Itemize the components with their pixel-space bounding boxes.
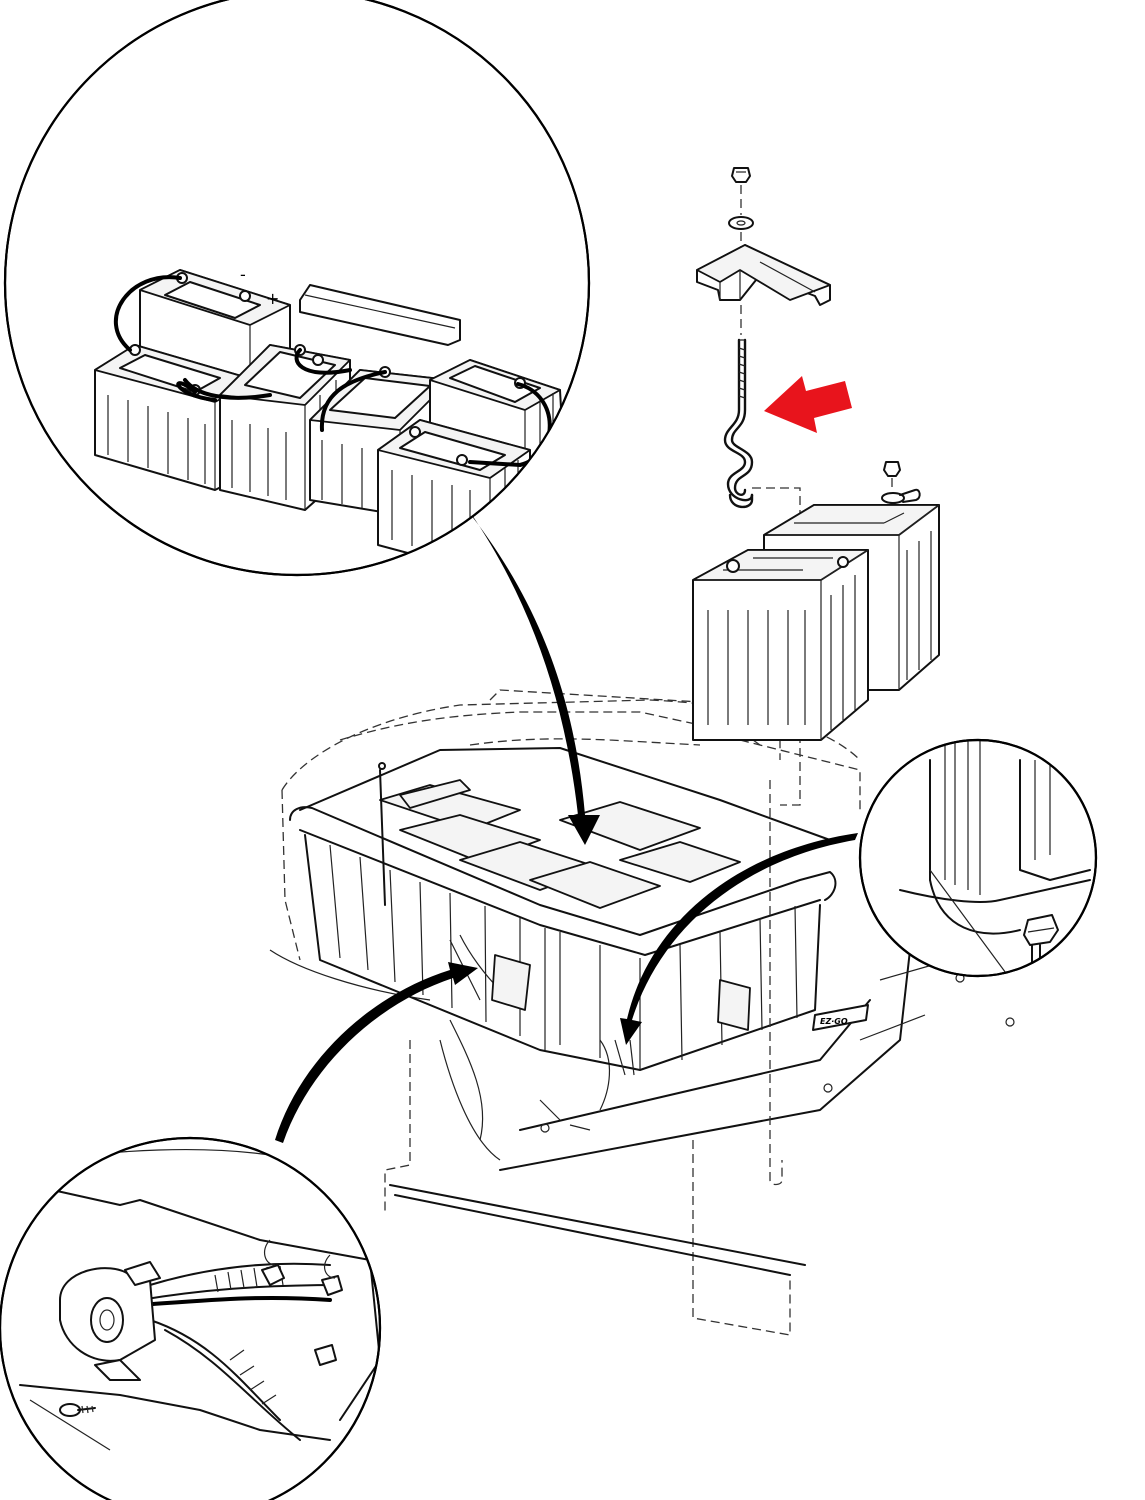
hex-nut-icon [1023, 914, 1059, 976]
hex-nut-icon [883, 461, 901, 477]
cart-decal-text: EZ·GO [820, 1017, 848, 1026]
battery-anchor-detail-callout [858, 738, 1098, 978]
hold-down-bracket-icon [696, 244, 831, 306]
washer-icon [728, 216, 754, 230]
battery-pack-detail-callout: + - [3, 0, 591, 577]
terminal-negative-mark: - [240, 265, 246, 284]
hold-down-assembly [692, 167, 940, 1186]
charger-receptacle [59, 1261, 161, 1381]
red-pointer-arrow-icon [764, 376, 852, 433]
terminal-positive-mark: + [266, 289, 279, 308]
hex-nut-icon [261, 1264, 343, 1366]
charger-receptacle-detail-callout [0, 1136, 382, 1500]
battery-icon [94, 344, 256, 491]
battery-icon [377, 419, 531, 575]
washer-icon [881, 488, 921, 504]
battery-icon [692, 549, 869, 741]
j-bolt-icon [723, 338, 754, 509]
callout-arrows [275, 505, 858, 1143]
screw-icon [59, 1403, 96, 1417]
hex-nut-icon [731, 167, 751, 183]
battery-tray: EZ·GO [289, 747, 869, 1076]
